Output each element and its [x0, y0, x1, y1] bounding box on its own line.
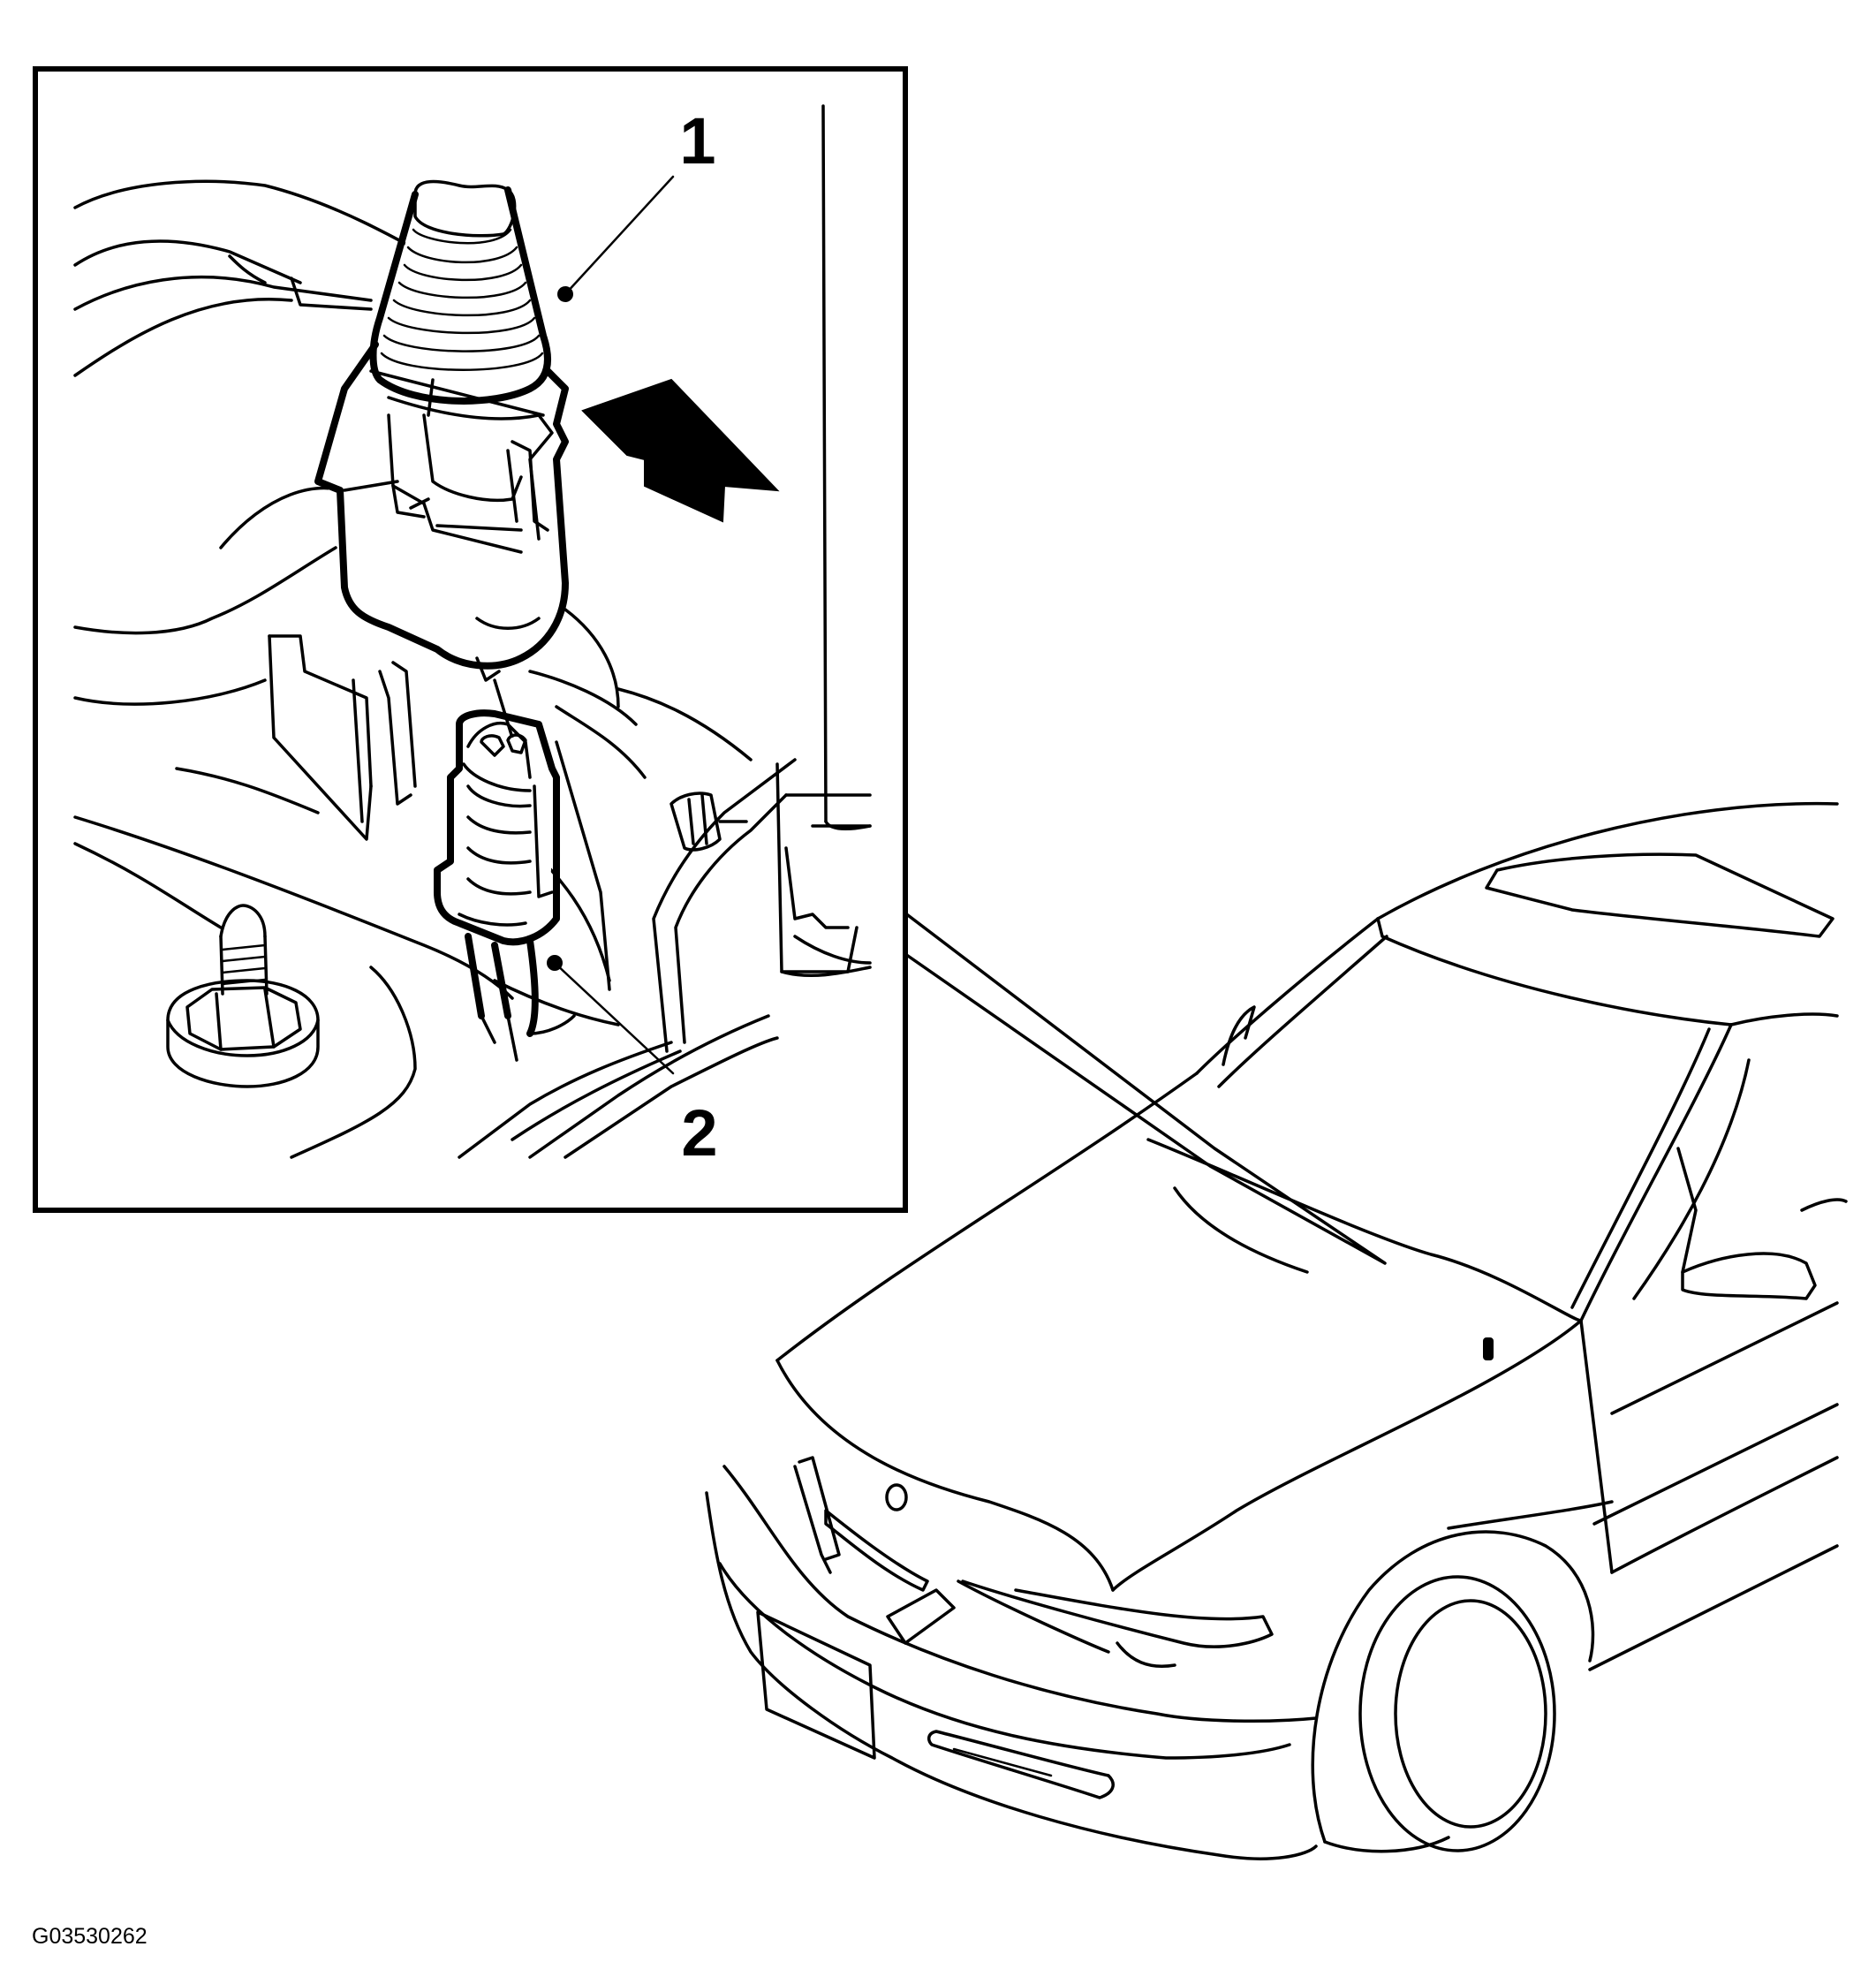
car-illustration	[705, 801, 1848, 1860]
mating-connector	[433, 709, 576, 1062]
bolt	[166, 904, 320, 1088]
callout-label-1: 1	[679, 104, 715, 178]
figure-code: G03530262	[32, 1924, 148, 1949]
callout-leaders	[547, 175, 675, 1075]
inset-background-structure	[73, 104, 872, 1159]
connector-housing	[314, 179, 569, 682]
removal-direction-arrow	[581, 378, 780, 523]
inset-detail-view	[33, 66, 908, 1213]
inset-frame	[33, 66, 908, 1213]
callout-label-2: 2	[681, 1096, 717, 1170]
